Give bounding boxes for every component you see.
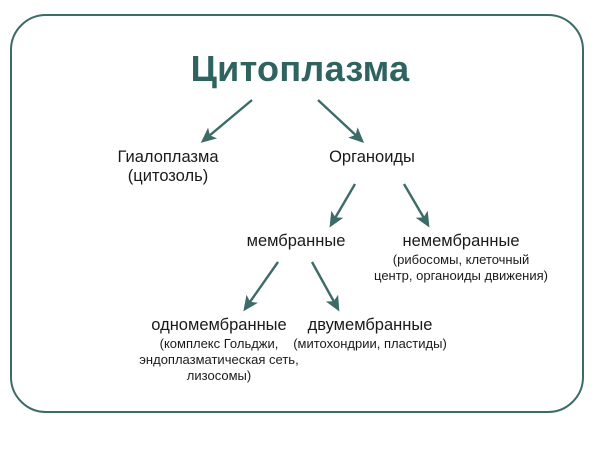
- node-single-membrane-sublabel: (комплекс Гольджи, эндоплазматическая се…: [139, 336, 299, 384]
- node-nonmembrane-label: немембранные: [402, 232, 520, 250]
- node-membrane-label: мембранные: [246, 232, 346, 250]
- node-hyaloplasm: Гиалоплазма (цитозоль): [88, 148, 248, 187]
- node-nonmembrane: немембранные (рибосомы, клеточный центр,…: [372, 232, 550, 284]
- node-single-membrane: одномембранные (комплекс Гольджи, эндопл…: [136, 316, 302, 384]
- page-title: Цитоплазма: [190, 48, 410, 89]
- node-nonmembrane-sublabel: (рибосомы, клеточный центр, органоиды дв…: [374, 252, 548, 284]
- node-hyaloplasm-sublabel: (цитозоль): [127, 167, 209, 186]
- node-double-membrane-label: двумембранные: [307, 316, 433, 334]
- node-double-membrane: двумембранные (митохондрии, пластиды): [292, 316, 448, 352]
- node-single-membrane-label: одномембранные: [151, 316, 287, 334]
- node-double-membrane-sublabel: (митохондрии, пластиды): [293, 336, 447, 352]
- node-hyaloplasm-label: Гиалоплазма: [117, 148, 219, 166]
- slide-border-frame: [10, 14, 584, 413]
- node-organoids-label: Органоиды: [329, 148, 415, 166]
- node-membrane: мембранные: [222, 232, 370, 251]
- node-organoids: Органоиды: [292, 148, 452, 167]
